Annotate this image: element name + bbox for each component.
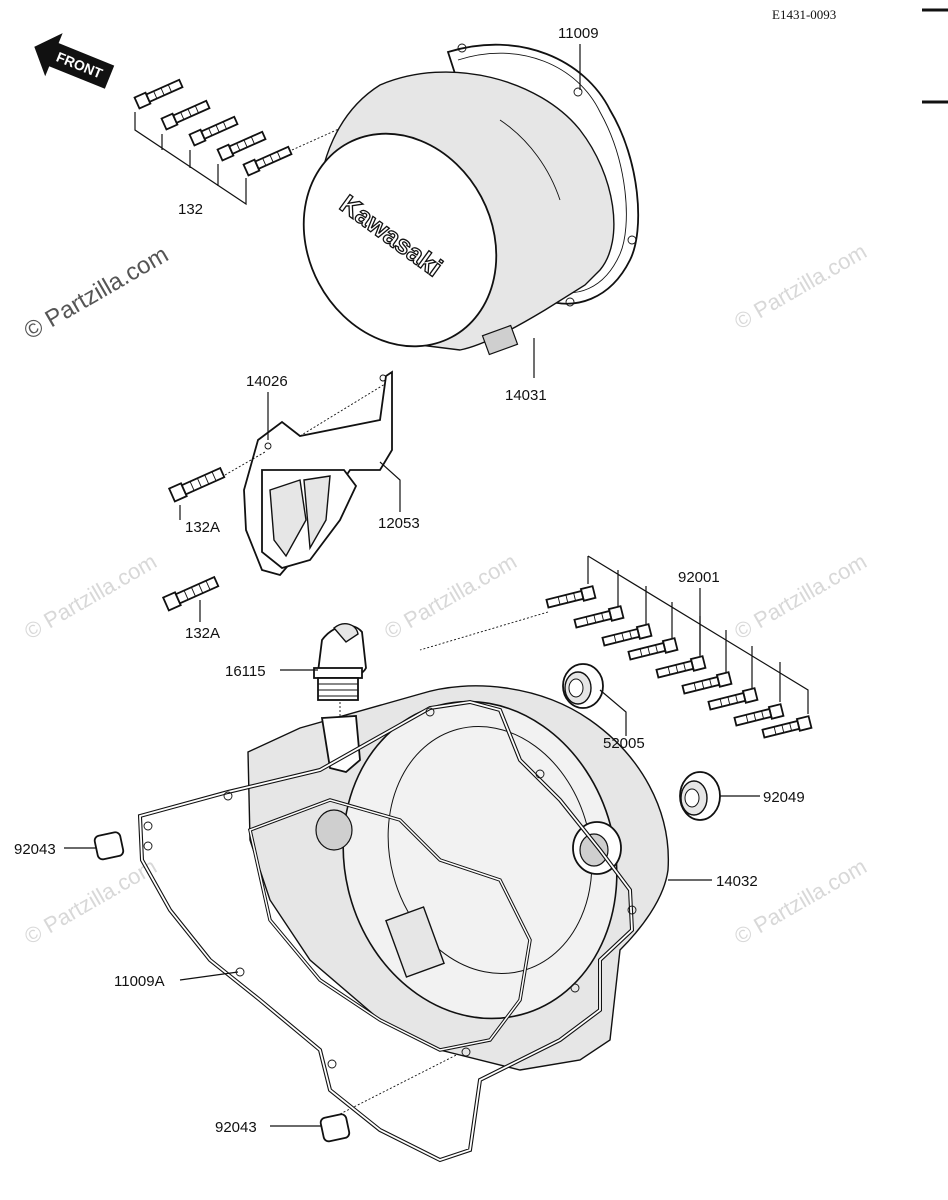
callout-16115: 16115 [225,663,266,680]
dowel-92043-upper [64,831,125,861]
callout-11009: 11009 [558,25,599,42]
watermark-text: © Partzilla.com [20,854,161,950]
oil-seal-92049 [679,771,760,821]
callout-52005: 52005 [603,735,645,752]
dowel-92043-lower [270,1009,546,1143]
oil-cap-16115 [313,623,367,730]
callout-92001: 92001 [678,569,720,586]
callout-92049: 92049 [763,789,805,806]
callout-labels: 11009 132 14031 14026 132A 12053 132A 92… [14,25,805,1136]
clutch-cover-14031: Kawasaki [302,71,615,356]
callout-132A-lower: 132A [185,625,220,642]
bolt-132A-lower [161,575,220,622]
leader-12053 [379,461,401,512]
bolts-132 [133,69,471,206]
callout-14032: 14032 [716,873,758,890]
watermark-text: © Partzilla.com [20,241,174,345]
watermark-text: © Partzilla.com [730,239,871,335]
oil-seal-52005 [562,663,627,736]
watermark-text: © Partzilla.com [730,549,871,645]
callout-132: 132 [178,201,203,218]
watermark-text: © Partzilla.com [20,549,161,645]
callout-14026: 14026 [246,373,288,390]
watermark-text: © Partzilla.com [730,854,871,950]
bolts-92001 [419,555,813,739]
front-arrow-icon: FRONT [34,33,115,89]
bolt-132A-upper [167,451,266,520]
callout-12053: 12053 [378,515,420,532]
callout-92043-lower: 92043 [215,1119,257,1136]
gasket-11009A [137,699,637,1163]
watermark-text: © Partzilla.com [380,549,521,645]
chain-guide-14026 [243,370,393,577]
callout-14031: 14031 [505,387,547,404]
callout-11009A: 11009A [114,973,165,990]
reference-code: E1431-0093 [772,7,836,22]
callout-132A-upper: 132A [185,519,220,536]
crankcase-cover-14032 [247,685,712,1071]
callout-92043-upper: 92043 [14,841,56,858]
